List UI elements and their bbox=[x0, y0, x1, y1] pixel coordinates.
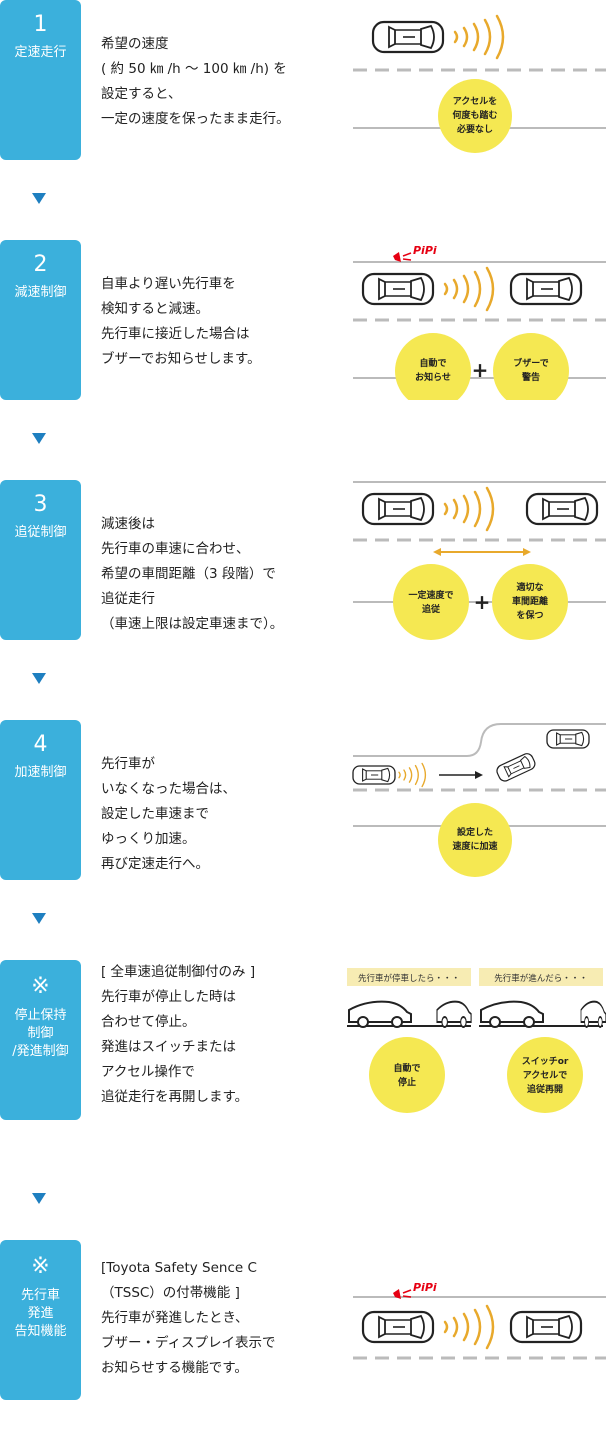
buzzer-icon bbox=[393, 1289, 401, 1299]
step-title: 定速走行 bbox=[14, 45, 67, 60]
svg-text:一定速度で: 一定速度で bbox=[408, 589, 453, 601]
car-side-icon bbox=[348, 1000, 412, 1028]
follow-illustration: 一定速度で 追従 + 適切な 車間距離 を保つ bbox=[353, 481, 606, 640]
svg-text:速度に加速: 速度に加速 bbox=[452, 840, 497, 852]
step-2: 2 減速制御 自車より遅い先行車を 検知すると減速。 先行車に接近した場合は ブ… bbox=[0, 240, 606, 400]
down-triangle-icon bbox=[32, 673, 46, 684]
step-description: 希望の速度 ( 約 50 ㎞ /h ～ 100 ㎞ /h) を 設定すると、 一… bbox=[101, 36, 290, 127]
bar-label: 先行車が進んだら・・・ bbox=[494, 973, 588, 984]
svg-text:停止: 停止 bbox=[398, 1076, 416, 1088]
down-triangle-icon bbox=[32, 1193, 46, 1204]
svg-text:自動で: 自動で bbox=[393, 1062, 420, 1074]
svg-text:アクセルで: アクセルで bbox=[523, 1070, 568, 1081]
buzzer-icon bbox=[393, 252, 401, 262]
acceleration-illustration: 設定した 速度に加速 bbox=[352, 723, 606, 877]
step-description: [ 全車速追従制御付のみ ] 先行車が停止した時は 合わせて停止。 発進はスイッ… bbox=[101, 964, 256, 1105]
note-mark: ※ bbox=[31, 1254, 50, 1279]
step-title: 停止保持 制御 /発進制御 bbox=[12, 1008, 69, 1059]
step-badge: 4 加速制御 bbox=[0, 720, 81, 880]
down-triangle-icon bbox=[32, 913, 46, 924]
step-4: 4 加速制御 先行車が いなくなった場合は、 設定した車速まで ゆっくり加速。 … bbox=[0, 720, 606, 880]
step-title: 加速制御 bbox=[14, 765, 67, 780]
down-triangle-icon bbox=[32, 433, 46, 444]
sound-wave-icon bbox=[443, 486, 495, 532]
svg-text:車間距離: 車間距離 bbox=[512, 595, 548, 607]
car-top-icon bbox=[371, 20, 445, 54]
svg-text:ブザーで: ブザーで bbox=[513, 357, 548, 369]
step-description: [Toyota Safety Sence C （TSSC）の付帯機能 ] 先行車… bbox=[101, 1260, 276, 1376]
deceleration-illustration: PiPi 自動で お知らせ + ブザーで 警告 bbox=[353, 244, 606, 400]
bubble-line: 必要なし bbox=[456, 123, 493, 135]
car-top-icon bbox=[525, 492, 599, 526]
sound-wave-icon bbox=[443, 266, 495, 312]
step-description: 減速後は 先行車の車速に合わせ、 希望の車間距離（3 段階）で 追従走行 （車速… bbox=[101, 516, 284, 632]
svg-text:警告: 警告 bbox=[522, 371, 540, 383]
step-start-notify: ※ 先行車 発進 告知機能 [Toyota Safety Sence C （TS… bbox=[0, 1240, 606, 1400]
car-top-icon bbox=[546, 729, 590, 749]
stop-start-illustration: 先行車が停車したら・・・ 先行車が進んだら・・・ 自動で 停止 スイッチor ア… bbox=[347, 968, 606, 1113]
cruise-illustration: アクセルを 何度も踏む 必要なし bbox=[353, 14, 606, 153]
bubble-line: アクセルを bbox=[453, 96, 498, 107]
step-badge: ※ 停止保持 制御 /発進制御 bbox=[0, 960, 81, 1120]
down-triangle-icon bbox=[32, 193, 46, 204]
step-badge: ※ 先行車 発進 告知機能 bbox=[0, 1240, 81, 1400]
plus-icon: + bbox=[472, 358, 489, 382]
car-side-icon bbox=[580, 1000, 606, 1028]
pipi-label: PiPi bbox=[413, 244, 437, 257]
step-1: 1 定速走行 希望の速度 ( 約 50 ㎞ /h ～ 100 ㎞ /h) を 設… bbox=[0, 0, 606, 160]
plus-icon: + bbox=[474, 590, 491, 614]
bubble bbox=[438, 79, 512, 153]
bar-label: 先行車が停車したら・・・ bbox=[358, 973, 460, 984]
svg-text:自動で: 自動で bbox=[419, 357, 446, 369]
sound-wave-icon bbox=[453, 14, 505, 60]
step-badge: 1 定速走行 bbox=[0, 0, 81, 160]
sound-wave-icon bbox=[398, 762, 427, 788]
sound-wave-icon bbox=[443, 1304, 495, 1350]
car-top-icon bbox=[361, 272, 435, 306]
step-number: 4 bbox=[33, 732, 48, 757]
step-description: 先行車が いなくなった場合は、 設定した車速まで ゆっくり加速。 再び定速走行へ… bbox=[101, 756, 236, 872]
step-badge: 3 追従制御 bbox=[0, 480, 81, 640]
step-badge: 2 減速制御 bbox=[0, 240, 81, 400]
car-side-icon bbox=[480, 1000, 544, 1028]
car-top-icon bbox=[494, 751, 538, 784]
start-notify-illustration: PiPi bbox=[353, 1281, 606, 1360]
step-title: 減速制御 bbox=[14, 285, 67, 300]
svg-text:追従: 追従 bbox=[422, 603, 441, 615]
car-top-icon bbox=[509, 272, 583, 306]
step-description: 自車より遅い先行車を 検知すると減速。 先行車に接近した場合は ブザーでお知らせ… bbox=[101, 276, 261, 367]
car-top-icon bbox=[352, 765, 396, 785]
step-stop-hold: ※ 停止保持 制御 /発進制御 [ 全車速追従制御付のみ ] 先行車が停止した時… bbox=[0, 960, 606, 1120]
step-title: 追従制御 bbox=[14, 525, 67, 540]
step-title: 先行車 発進 告知機能 bbox=[14, 1288, 67, 1339]
step-number: 2 bbox=[33, 252, 48, 277]
svg-text:を保つ: を保つ bbox=[516, 609, 543, 621]
car-top-icon bbox=[509, 1310, 583, 1344]
note-mark: ※ bbox=[31, 974, 50, 999]
svg-text:適切な: 適切な bbox=[516, 581, 543, 593]
bubble-line: 何度も踏む bbox=[452, 109, 497, 121]
step-number: 1 bbox=[33, 12, 48, 37]
svg-text:設定した: 設定した bbox=[457, 826, 493, 838]
pipi-label: PiPi bbox=[413, 1281, 437, 1294]
car-side-icon bbox=[436, 1000, 473, 1028]
svg-text:追従再開: 追従再開 bbox=[527, 1083, 563, 1095]
svg-text:お知らせ: お知らせ bbox=[415, 371, 451, 383]
step-3: 3 追従制御 減速後は 先行車の車速に合わせ、 希望の車間距離（3 段階）で 追… bbox=[0, 480, 606, 640]
car-top-icon bbox=[361, 492, 435, 526]
car-top-icon bbox=[361, 1310, 435, 1344]
svg-text:スイッチor: スイッチor bbox=[522, 1056, 569, 1067]
step-number: 3 bbox=[33, 492, 48, 517]
